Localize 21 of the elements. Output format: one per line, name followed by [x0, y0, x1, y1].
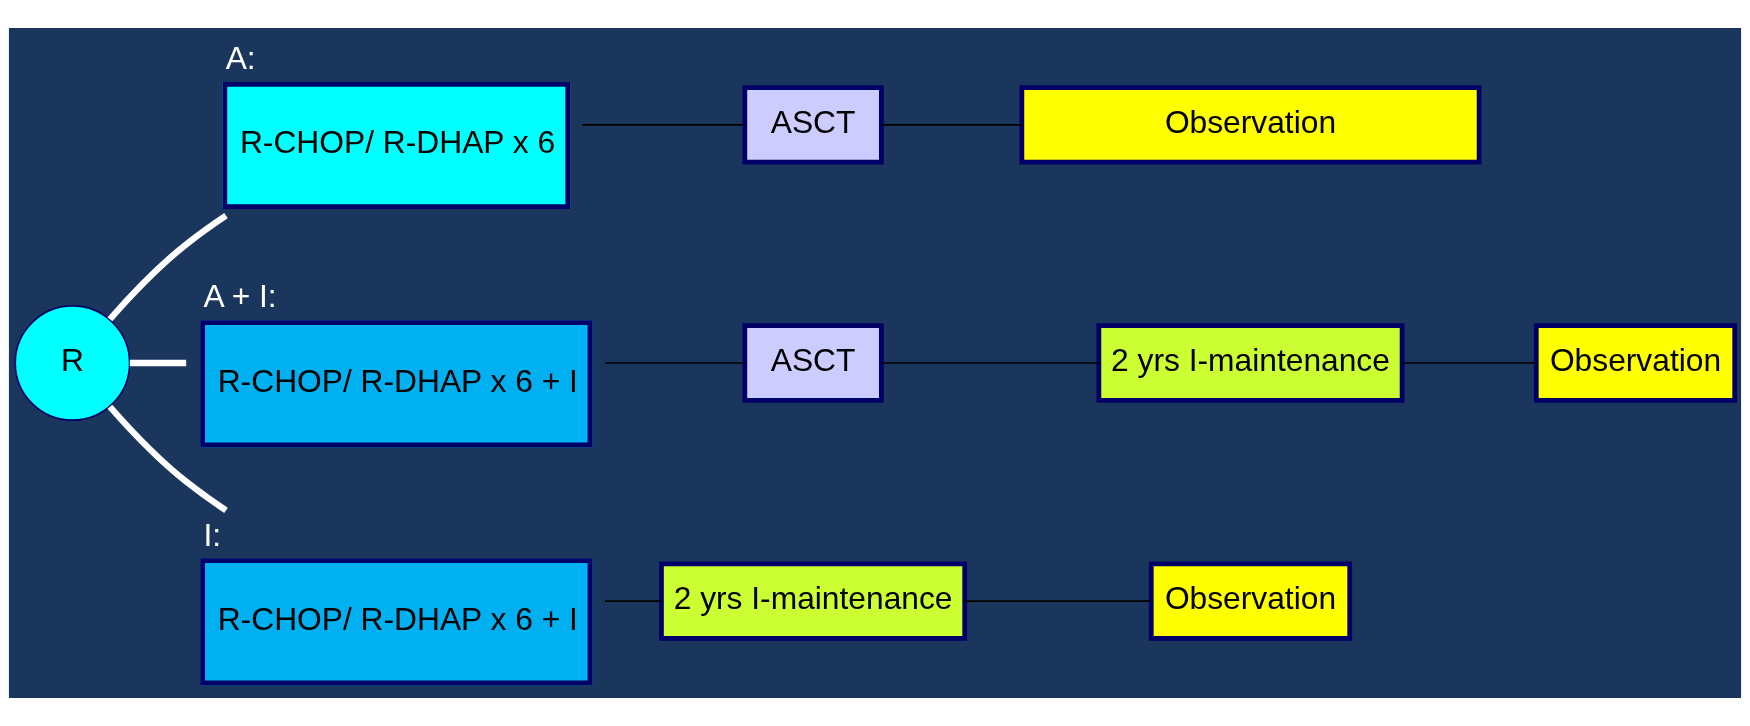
node-box: 2 yrs I-maintenance [1096, 323, 1405, 403]
connector [604, 362, 746, 364]
node-box: 2 yrs I-maintenance [659, 561, 968, 641]
node-box: Observation [1533, 323, 1738, 403]
connector [880, 362, 1100, 364]
connector [129, 359, 187, 367]
connector [107, 404, 228, 513]
connector [107, 213, 228, 322]
connector [880, 124, 1023, 126]
connector [963, 600, 1152, 602]
node-box: Observation [1148, 561, 1353, 641]
connector [581, 124, 746, 126]
node-label: I: [203, 516, 222, 553]
node-label: A: [225, 40, 256, 77]
node-box: ASCT [742, 323, 884, 403]
connector [604, 600, 662, 602]
node-box: Observation [1019, 85, 1482, 165]
node-box: ASCT [742, 85, 884, 165]
connector [1401, 362, 1537, 364]
node-label: A + I: [203, 278, 277, 315]
node-circle: R [14, 305, 131, 421]
